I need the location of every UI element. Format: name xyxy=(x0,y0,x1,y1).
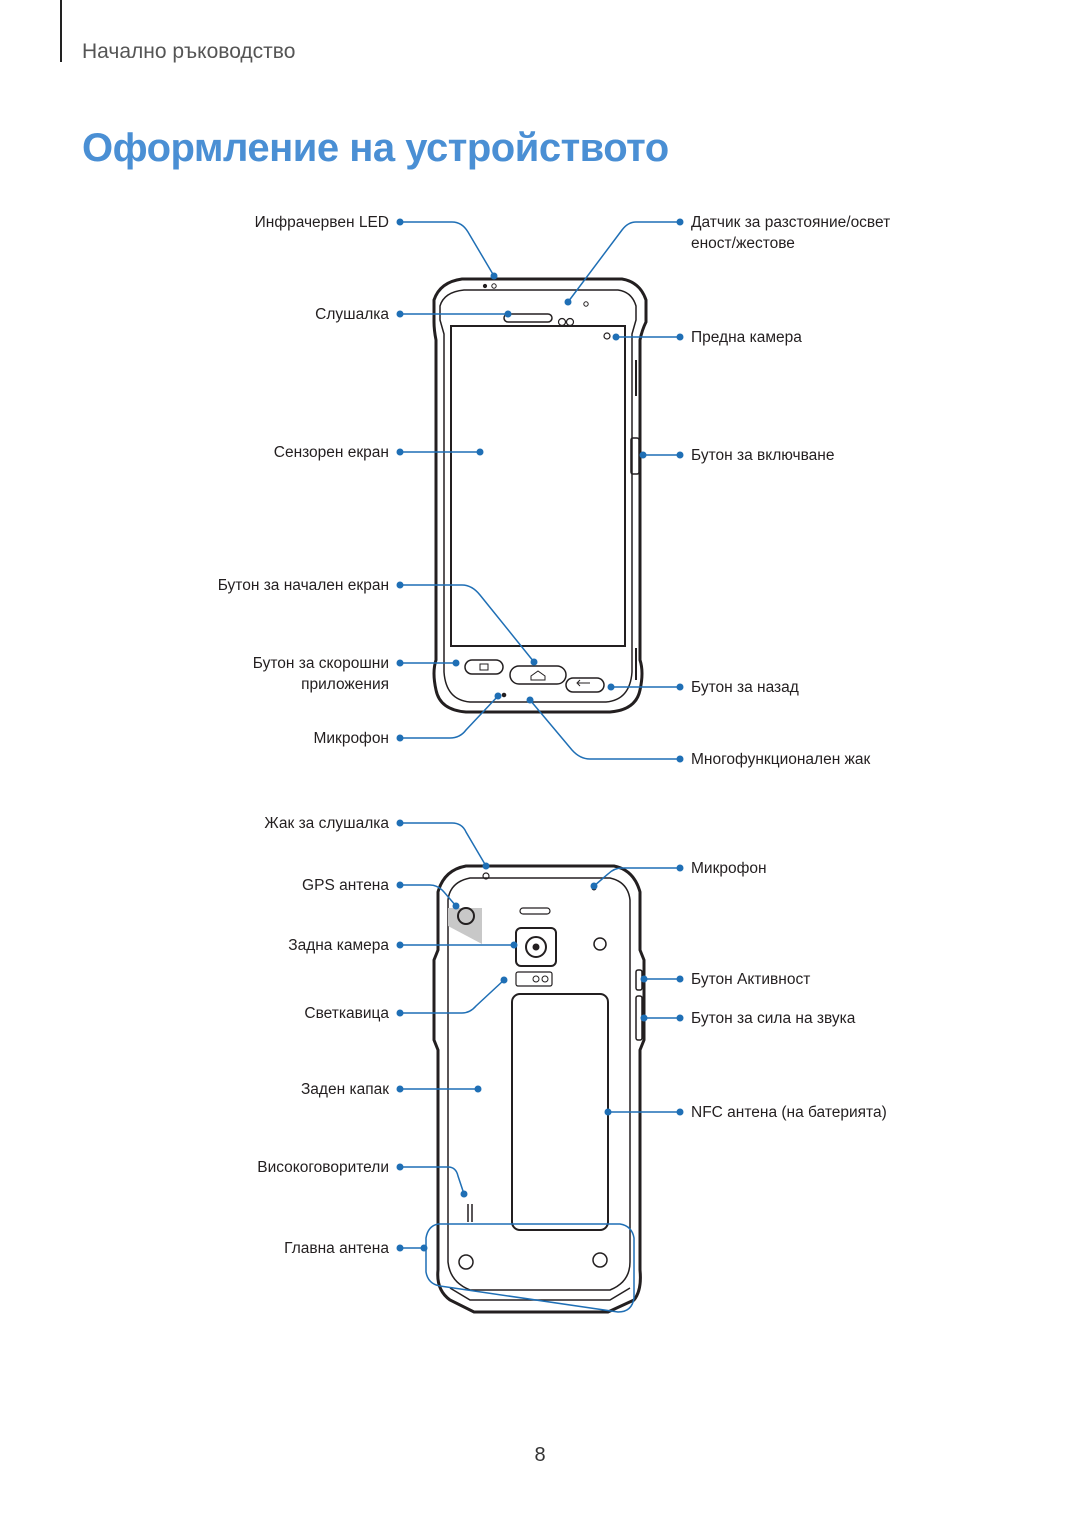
page-number: 8 xyxy=(534,1444,546,1466)
callout-dots xyxy=(396,218,684,1252)
label-front-camera: Предна камера xyxy=(691,329,802,346)
callout-lines xyxy=(400,221,680,1313)
label-proximity-sensor: Датчик за разстояние/осветеност/жестове xyxy=(691,214,891,252)
page-title: Оформление на устройството xyxy=(82,126,669,170)
back-phone xyxy=(432,864,646,1314)
label-volume-button: Бутон за сила на звука xyxy=(691,1010,856,1027)
label-headset-jack: Жак за слушалка xyxy=(264,815,389,832)
label-main-antenna: Главна антена xyxy=(284,1240,389,1257)
label-speakers: Високоговорители xyxy=(257,1159,389,1176)
section-title: Начално ръководство xyxy=(82,40,296,63)
label-power-button: Бутон за включване xyxy=(691,447,835,464)
label-ir-led: Инфрачервен LED xyxy=(254,214,389,231)
label-nfc-antenna: NFC антена (на батерията) xyxy=(691,1104,887,1121)
label-microphone-back: Микрофон xyxy=(691,860,767,877)
label-activity-button: Бутон Активност xyxy=(691,971,811,988)
label-multipurpose-jack: Многофункционален жак xyxy=(691,751,871,768)
label-flash: Светкавица xyxy=(304,1005,389,1022)
label-microphone-front: Микрофон xyxy=(313,730,389,747)
label-back-cover: Заден капак xyxy=(300,1081,389,1098)
label-gps-antenna: GPS антена xyxy=(302,877,389,894)
label-earpiece: Слушалка xyxy=(315,306,389,323)
label-touchscreen: Сензорен екран xyxy=(273,444,389,461)
label-recent-apps-button: Бутон за скорошни приложения xyxy=(252,655,389,693)
label-back-button: Бутон за назад xyxy=(691,679,799,696)
header-rule xyxy=(60,0,62,62)
label-rear-camera: Задна камера xyxy=(288,937,389,954)
front-phone xyxy=(432,277,648,714)
label-home-button: Бутон за начален екран xyxy=(217,577,389,594)
